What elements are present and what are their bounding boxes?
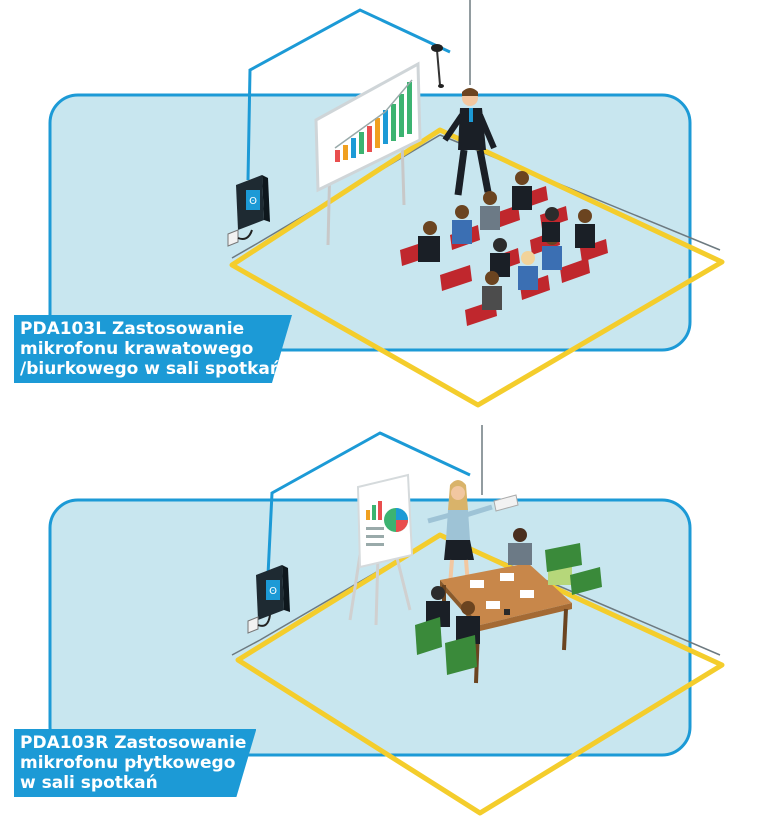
amplifier-icon: ʘ (236, 175, 270, 230)
audience-seating (400, 171, 608, 326)
signal-cable (246, 8, 451, 181)
amplifier-icon: ʘ (256, 565, 290, 620)
bottom-caption-line-1: PDA103R Zastosowanie (20, 733, 247, 753)
top-caption-label: PDA103L Zastosowanie mikrofonu krawatowe… (14, 315, 292, 383)
chairs (415, 543, 602, 675)
presenter-person (427, 480, 519, 586)
panel-boundary-microphone: ʘ (0, 415, 768, 833)
top-caption-line-3: /biurkowego w sali spotkań (20, 359, 282, 379)
bottom-caption-label: PDA103R Zastosowanie mikrofonu płytkoweg… (14, 729, 256, 797)
wall-outlet-icon (247, 614, 271, 634)
bottom-caption-line-3: w sali spotkań (20, 773, 158, 793)
wall-outlet-icon (227, 229, 253, 247)
presentation-board-icon (314, 61, 422, 246)
hearing-loop-icon: ʘ (249, 196, 257, 207)
hearing-loop-wire (229, 127, 725, 408)
meeting-room-illustration: ʘ (48, 0, 725, 408)
meeting-room-illustration-2: ʘ (48, 425, 725, 816)
panel-tie-microphone: ʘ (0, 0, 768, 408)
bottom-caption-line-2: mikrofonu płytkowego (20, 753, 236, 773)
microphone-icon (431, 44, 444, 88)
presenter-person (442, 88, 497, 196)
hearing-loop-wire-2 (235, 532, 725, 816)
flipchart-icon (348, 473, 414, 626)
signal-cable-2 (266, 431, 471, 576)
top-caption-line-1: PDA103L Zastosowanie (20, 319, 245, 339)
top-caption-line-2: mikrofonu krawatowego (20, 339, 254, 359)
hearing-loop-icon: ʘ (269, 586, 277, 597)
